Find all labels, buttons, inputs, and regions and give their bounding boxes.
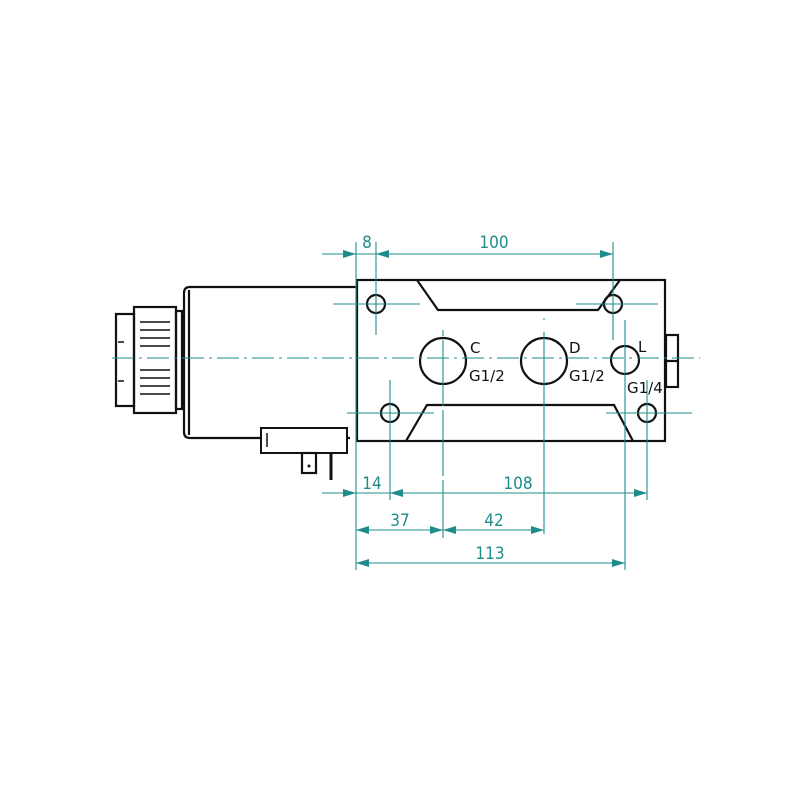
dim-113: 113 [475,544,504,564]
port-d-thread: G1/2 [569,367,605,385]
port-l-thread: G1/4 [627,379,663,397]
dim-8: 8 [362,233,372,253]
port-l-label: L [638,338,647,356]
port-c-label: C [470,339,480,357]
bottom-recess [405,403,634,442]
dimension-arrows [343,250,647,567]
dim-14: 14 [362,474,381,494]
dim-42: 42 [484,511,503,531]
solenoid-coil [182,285,356,440]
dim-108: 108 [503,474,532,494]
dim-100: 100 [479,233,508,253]
dim-37: 37 [390,511,409,531]
port-d-label: D [569,339,581,357]
top-recess [416,279,621,312]
port-c-thread: G1/2 [469,367,505,385]
electrical-plug [260,427,348,480]
solenoid-connector [114,305,184,415]
